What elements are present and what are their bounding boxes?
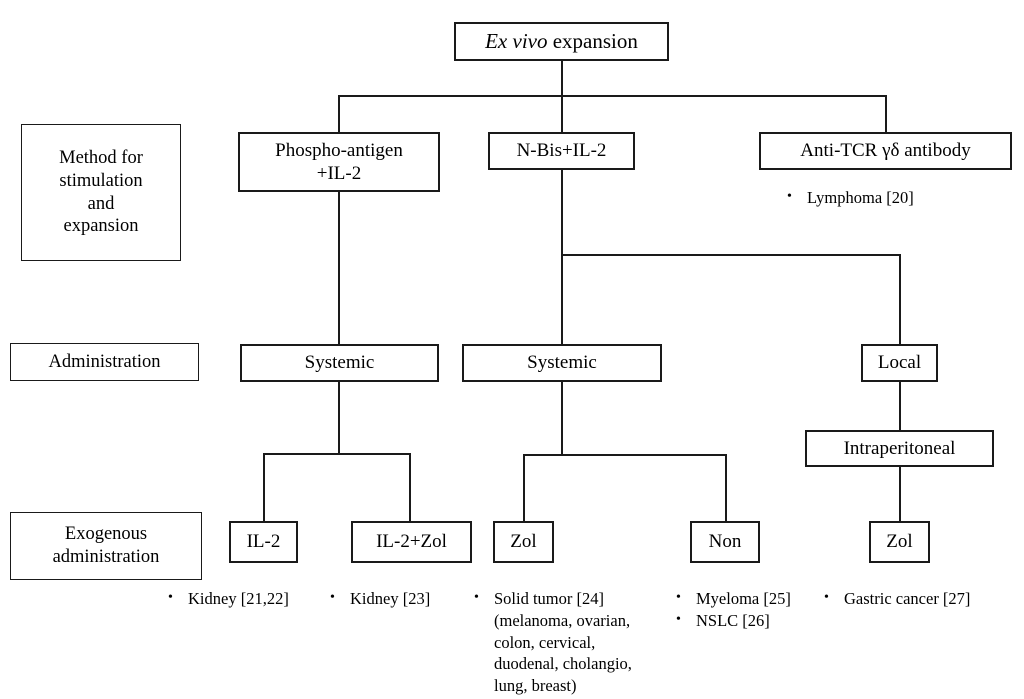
bullet-icon: • xyxy=(168,590,173,605)
node-local: Local xyxy=(861,344,938,382)
reference-text: Gastric cancer [27] xyxy=(844,589,971,608)
node-ex-vivo-expansion-label: Ex vivo expansion xyxy=(485,29,638,55)
reference-item: • Kidney [23] xyxy=(330,588,480,610)
reference-item: • NSLC [26] xyxy=(676,610,836,632)
reference-item: • Myeloma [25] xyxy=(676,588,836,610)
bullet-icon: • xyxy=(824,590,829,605)
reference-text: Lymphoma [20] xyxy=(807,188,914,207)
reference-group-lymphoma: • Lymphoma [20] xyxy=(787,187,1017,209)
node-ex-vivo-expansion-plain-part: expansion xyxy=(547,28,638,53)
connector-exvivo-trunk xyxy=(561,61,563,96)
row-label-administration: Administration xyxy=(10,343,199,381)
connector-bus-to-phospho xyxy=(338,95,340,133)
reference-group-non: • Myeloma [25] • NSLC [26] xyxy=(676,588,836,632)
reference-group-zol-local: • Gastric cancer [27] xyxy=(824,588,1024,610)
reference-item: • Lymphoma [20] xyxy=(787,187,1017,209)
connector-phospho-to-systemic-left xyxy=(338,192,340,344)
connector-bus-to-zol-systemic xyxy=(523,454,525,521)
reference-item: • Solid tumor [24] (melanoma, ovarian, c… xyxy=(474,588,674,697)
node-zol-local: Zol xyxy=(869,521,930,563)
reference-group-il2: • Kidney [21,22] xyxy=(168,588,328,610)
connector-systemic-mid-bus xyxy=(523,454,726,456)
reference-group-il2-zol: • Kidney [23] xyxy=(330,588,480,610)
connector-systemic-left-bus xyxy=(263,453,410,455)
node-intraperitoneal: Intraperitoneal xyxy=(805,430,994,467)
node-anti-tcr-gamma-delta-antibody: Anti-TCR γδ antibody xyxy=(759,132,1012,170)
bullet-icon: • xyxy=(676,590,681,605)
connector-bus-to-non xyxy=(725,454,727,521)
node-ex-vivo-expansion: Ex vivo expansion xyxy=(454,22,669,61)
node-systemic-mid: Systemic xyxy=(462,344,662,382)
connector-systemic-mid-trunk xyxy=(561,382,563,455)
connector-top-bus xyxy=(338,95,886,97)
node-phospho-antigen-il2: Phospho-antigen +IL-2 xyxy=(238,132,440,192)
node-systemic-left: Systemic xyxy=(240,344,439,382)
node-zol-systemic: Zol xyxy=(493,521,554,563)
connector-nbis-bus xyxy=(561,254,901,256)
connector-bus-to-il2 xyxy=(263,453,265,521)
reference-text: Kidney [21,22] xyxy=(188,589,289,608)
row-label-method-for-stimulation-and-expansion: Method for stimulation and expansion xyxy=(21,124,181,261)
connector-local-to-intraperitoneal xyxy=(899,382,901,431)
node-non: Non xyxy=(690,521,760,563)
bullet-icon: • xyxy=(474,590,479,605)
bullet-icon: • xyxy=(787,189,792,204)
connector-nbis-trunk xyxy=(561,170,563,255)
reference-text: NSLC [26] xyxy=(696,610,770,630)
reference-text: Myeloma [25] xyxy=(696,589,791,608)
connector-bus-to-nbis xyxy=(561,95,563,133)
reference-text: Kidney [23] xyxy=(350,589,431,608)
connector-nbis-to-local xyxy=(899,254,901,344)
reference-group-zol-systemic: • Solid tumor [24] (melanoma, ovarian, c… xyxy=(474,588,674,697)
reference-item: • Gastric cancer [27] xyxy=(824,588,1024,610)
node-il2-zol: IL-2+Zol xyxy=(351,521,472,563)
connector-systemic-left-trunk xyxy=(338,382,340,454)
connector-bus-to-il2zol xyxy=(409,453,411,521)
node-ex-vivo-expansion-italic-part: Ex vivo xyxy=(485,28,548,53)
reference-text: Solid tumor [24] (melanoma, ovarian, col… xyxy=(494,589,632,696)
connector-nbis-to-systemic-mid xyxy=(561,254,563,344)
bullet-icon: • xyxy=(330,590,335,605)
node-n-bis-il2: N-Bis+IL-2 xyxy=(488,132,635,170)
connector-bus-to-antitcr xyxy=(885,95,887,133)
node-il2: IL-2 xyxy=(229,521,298,563)
reference-item: • Kidney [21,22] xyxy=(168,588,328,610)
bullet-icon: • xyxy=(676,611,681,627)
connector-intraperitoneal-to-zol-local xyxy=(899,467,901,521)
row-label-exogenous-administration: Exogenous administration xyxy=(10,512,202,580)
